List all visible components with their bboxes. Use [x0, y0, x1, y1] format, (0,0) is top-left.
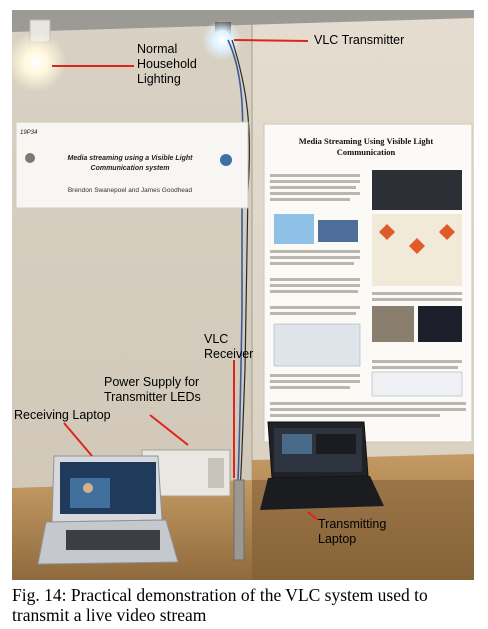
transmitting-laptop-base [260, 476, 384, 510]
vlc-receiver [233, 479, 245, 561]
caption-line-1: Fig. 14: Practical demonstration of the … [12, 585, 428, 605]
label-transmitting-laptop: Transmitting Laptop [318, 517, 387, 546]
photo-scene: 19P34 Media streaming using a Visible Li… [12, 10, 474, 580]
cable-blue [227, 39, 244, 481]
school-logo [220, 154, 232, 166]
arrow-power-supply [149, 414, 189, 446]
poster-figures [273, 170, 463, 397]
caption-line-2: transmit a live video stream [12, 605, 207, 625]
banner-authors: Brendon Swanepoel and James Goodhead [68, 187, 193, 194]
label-power-supply: Power Supply for Transmitter LEDs [104, 375, 201, 404]
receiving-laptop-video [70, 478, 110, 508]
arrow-transmitter [233, 39, 309, 42]
label-receiving-laptop: Receiving Laptop [14, 408, 111, 422]
wits-logo [25, 153, 35, 163]
label-vlc-transmitter: VLC Transmitter [314, 33, 405, 47]
banner-title-line1: Media streaming using a Visible Light [68, 155, 194, 162]
label-normal-household-lighting: Normal Household Lighting [137, 42, 197, 86]
project-banner [15, 121, 249, 209]
demonstration-photo: 19P34 Media streaming using a Visible Li… [12, 10, 474, 580]
ceiling [12, 10, 474, 32]
annotation-arrows [52, 39, 319, 521]
figure-caption: Fig. 14: Practical demonstration of the … [12, 585, 476, 625]
poster-text-blocks [270, 174, 466, 417]
poster-title-line2: Communication [337, 147, 396, 157]
arrow-transmitting-laptop [307, 511, 319, 521]
household-bulb [12, 32, 66, 92]
poster-title-line1: Media Streaming Using Visible Light [299, 136, 434, 146]
arrow-receiving-laptop [63, 422, 93, 457]
banner-title-line2: Communication system [91, 165, 170, 172]
label-vlc-receiver: VLC Receiver [204, 332, 254, 361]
receiving-laptop-keyboard [66, 530, 160, 550]
power-supply-panel [208, 458, 224, 488]
banner-code: 19P34 [20, 130, 38, 136]
